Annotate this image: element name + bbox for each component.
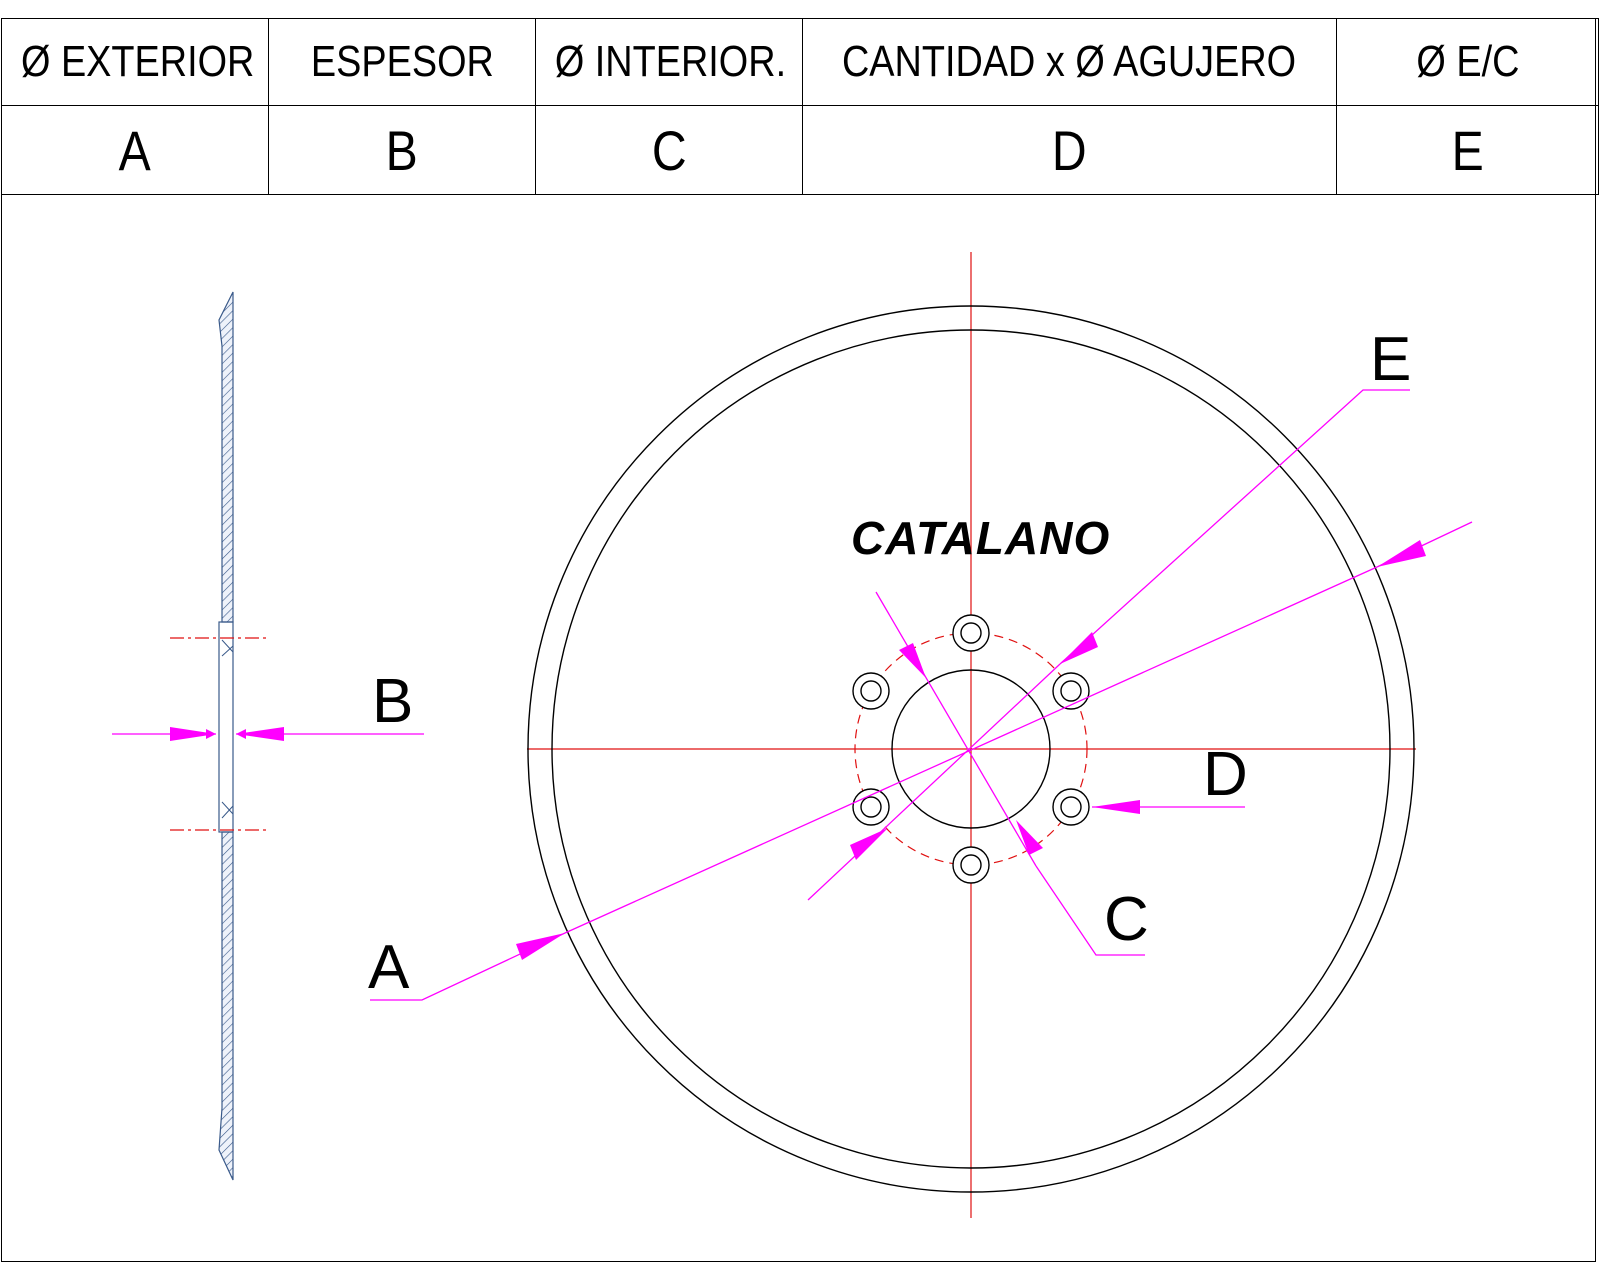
leader-a [370,932,566,1001]
label-d: D [1203,740,1248,809]
mounting-hole [1052,672,1090,710]
arrow-e-upper [1060,632,1098,664]
thickness-arrow-right [236,727,284,741]
arrow-c-upper [899,643,926,678]
arrow-a-lower [516,933,565,960]
side-view-hub-section [218,621,234,833]
dimension-leaders [370,389,1473,1001]
brand-logo: CATALANO [851,512,1110,564]
dimension-table: Ø EXTERIOR ESPESOR Ø INTERIOR. CANTIDAD … [1,18,1599,195]
outer-edge-circle [527,305,1415,1193]
mounting-hole [1052,788,1090,826]
letter-c-cell: C [535,105,803,195]
label-a: A [368,933,410,1002]
outer-diameter-line [564,566,1378,934]
letter-b-cell: B [268,105,536,195]
label-c: C [1104,885,1149,954]
header-outer-diameter: Ø EXTERIOR [1,18,269,106]
letter-e-cell: E [1336,105,1599,195]
side-view: B [112,291,424,1181]
front-view: CATALANO [527,252,1416,1218]
mounting-holes [852,614,1090,884]
side-view-upper-blade [218,291,234,623]
arrow-d [1092,800,1140,814]
bolt-circle-diameter-line [807,663,1061,901]
inner-diameter-line [875,591,1037,867]
label-b: B [372,667,413,736]
mounting-hole [852,788,890,826]
mounting-hole [952,614,990,652]
leader-c [1035,865,1145,956]
arrow-a-upper [1377,540,1426,567]
side-view-hub-chamfers [221,639,234,819]
side-view-lower-blade [218,831,234,1181]
arrow-c-lower [1016,820,1043,855]
mounting-hole [952,846,990,884]
center-bore-circle [891,669,1051,829]
header-thickness: ESPESOR [268,18,536,106]
letter-d-cell: D [802,105,1337,195]
arrow-e-lower [850,828,888,860]
mounting-hole [852,672,890,710]
bevel-inner-circle [551,329,1391,1169]
thickness-arrow-left [170,727,216,741]
label-e: E [1370,325,1411,394]
dimension-arrows [516,540,1426,960]
letter-a-cell: A [1,105,269,195]
dimension-letter-row: A B C D E [1,105,1599,195]
leader-e [1059,389,1410,665]
header-inner-diameter: Ø INTERIOR. [535,18,803,106]
